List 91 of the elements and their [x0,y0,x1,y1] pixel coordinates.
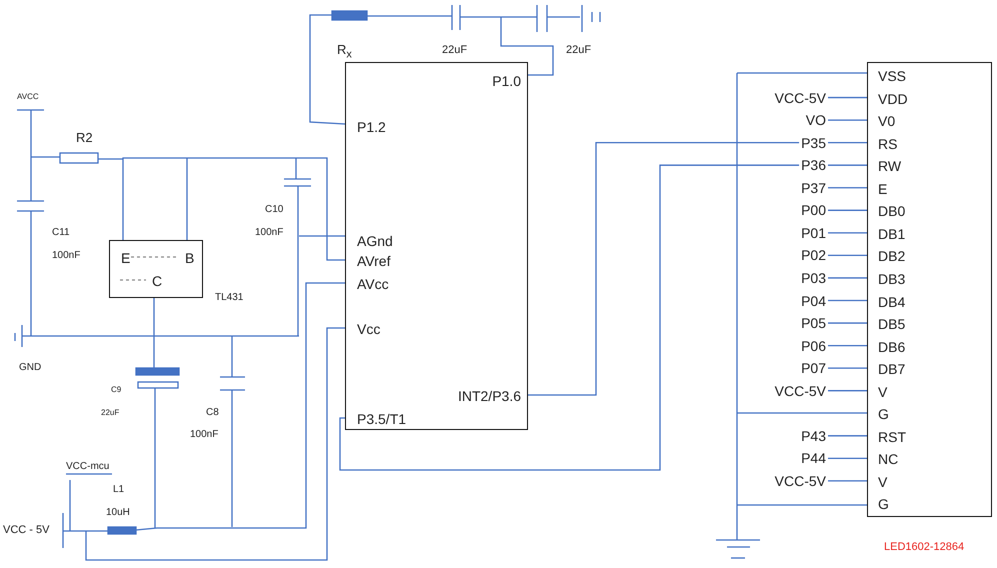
wire [828,254,867,256]
microcontroller-chip [345,62,528,430]
pin-label: AVref [357,252,390,270]
pin-label: E [121,249,130,267]
net-label: P36 [801,156,826,174]
wire [528,142,800,396]
wire [828,96,867,98]
pin-label: DB2 [878,247,906,266]
wire [828,435,867,436]
wire [828,344,867,346]
net-label: P35 [801,134,826,152]
wire [339,164,800,471]
pin-label: RST [878,428,906,446]
wire [828,187,867,188]
pin-label: AVcc [357,275,389,293]
pin-label: DB5 [878,315,906,334]
component-label: AVCC [17,92,39,101]
wire [828,480,867,482]
pin-label: C [152,272,162,290]
pin-label: INT2/P3.6 [458,387,521,405]
pin-label: V [878,382,888,401]
wire [828,458,867,459]
pin-label: AGnd [357,232,393,250]
component-label: C8 [206,407,219,418]
net-label: VCC-5V [774,88,826,107]
wire [828,142,867,144]
net-label: P00 [801,201,826,220]
component-label: C11 [52,227,70,238]
pin-label: G [878,405,889,424]
component-label: R2 [76,130,93,145]
regulator-block [109,240,203,298]
wire [828,300,867,302]
net-label: VCC-5V [774,382,826,400]
net-label: P43 [801,426,826,445]
component-label: 100nF [190,429,218,440]
wire [122,157,345,261]
pin-label: Vcc [357,320,380,338]
net-label: P37 [801,178,826,197]
wire [828,232,867,234]
pin-label: RS [878,134,898,153]
component-label: 22uF [442,44,468,56]
wire [828,390,867,392]
pin-label: P1.2 [357,118,386,136]
net-label: P03 [801,268,826,287]
pin-label: DB3 [878,270,906,288]
pin-label: NC [878,450,898,468]
pin-label: RW [878,157,902,176]
component-label: C10 [265,204,284,215]
component-label: R$_{x}$ [337,42,352,61]
net-label: P02 [801,246,826,264]
pin-label: DB0 [878,202,906,220]
component-label: GND [19,362,42,373]
wire [828,322,867,324]
part-name: TL431 [215,292,244,303]
wire [828,119,867,121]
net-label: P07 [801,359,826,378]
pin-label: P3.5/T1 [357,410,406,428]
part-name: LED1602-12864 [884,541,964,553]
component-label: 100nF [255,227,284,238]
component-label: 10uH [106,507,130,518]
pin-label: DB4 [878,292,906,310]
net-label: P01 [801,224,826,242]
wire [828,277,867,279]
component-label: VCC-mcu [66,461,110,472]
net-label: VO [806,111,826,130]
pin-label: DB1 [878,224,906,243]
net-label: P06 [801,336,826,355]
pin-label: G [878,495,889,514]
pin-label: E [878,180,888,198]
pin-label: DB7 [878,360,906,378]
pin-label: DB6 [878,338,906,356]
component-label: 22uF [566,44,592,56]
pin-label: P1.0 [492,72,521,90]
component-label: 22uF [101,408,120,417]
pin-label: V [878,472,888,491]
pin-label: VDD [878,90,908,108]
lcd-module [867,62,992,517]
net-label: P44 [801,449,826,468]
pin-label: VSS [878,67,906,85]
component-label: 100nF [52,250,80,261]
wire [828,368,867,369]
component-label: C9 [111,385,122,394]
wire [828,210,867,211]
pin-label: V0 [878,112,896,130]
wire [828,164,867,166]
net-label: VCC-5V [774,472,826,490]
component-label: VCC - 5V [3,524,50,536]
net-label: P04 [801,292,826,310]
pin-label: B [185,249,194,267]
component-label: L1 [113,484,124,495]
net-label: P05 [801,314,826,332]
